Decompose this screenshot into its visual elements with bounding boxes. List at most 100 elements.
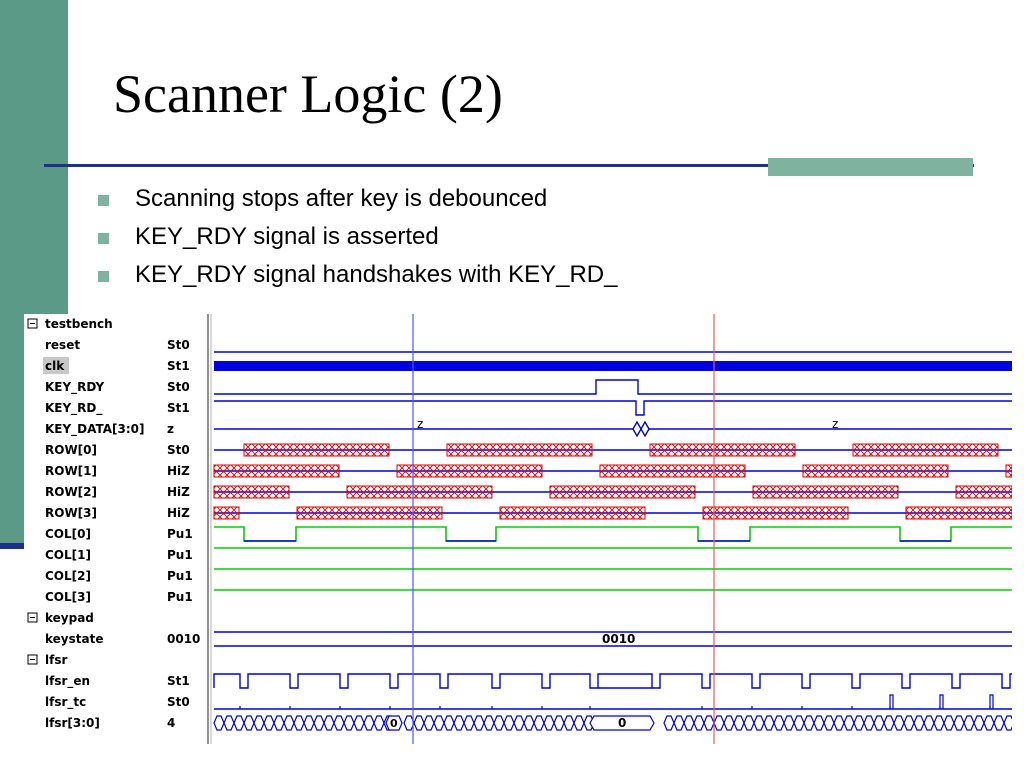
signal-row-col-3-[interactable]: COL[3] Pu1 xyxy=(45,589,1012,604)
signal-row-lfsr[interactable]: lfsr xyxy=(27,653,67,667)
hiz-hatch-segment xyxy=(213,485,290,499)
bus-cell xyxy=(373,715,385,731)
bus-cell xyxy=(853,715,865,731)
signal-row-row-0-[interactable]: ROW[0]St0 xyxy=(45,443,1012,457)
signal-name[interactable]: clk xyxy=(45,359,65,373)
signal-value: St0 xyxy=(167,338,190,352)
bus-cell xyxy=(993,715,1005,731)
signal-name[interactable]: lfsr_tc xyxy=(45,695,86,710)
signal-name[interactable]: COL[2] xyxy=(45,569,91,583)
signal-row-keypad[interactable]: keypad xyxy=(27,611,94,625)
signal-row-key-rd-[interactable]: KEY_RD_St1 xyxy=(45,400,1012,416)
bus-cell xyxy=(953,715,965,731)
signal-row-lfsr-tc[interactable]: lfsr_tc St0 xyxy=(45,694,1012,710)
signal-row-reset[interactable]: reset St0 xyxy=(45,338,1012,353)
signal-name[interactable]: COL[1] xyxy=(45,548,91,562)
signal-name[interactable]: ROW[0] xyxy=(45,443,97,457)
bus-cell xyxy=(589,715,655,731)
signal-value: z xyxy=(167,422,174,436)
bullet-item: Scanning stops after key is debounced xyxy=(98,182,617,220)
bus-cell xyxy=(513,715,525,731)
hiz-hatch-segment xyxy=(802,464,949,478)
bus-cell xyxy=(683,715,695,731)
signal-value: HiZ xyxy=(167,485,190,499)
bus-cell xyxy=(253,715,265,731)
left-bar-underline xyxy=(0,543,28,549)
signal-name[interactable]: COL[0] xyxy=(45,527,91,541)
signal-name[interactable]: COL[3] xyxy=(45,590,91,604)
signal-name[interactable]: ROW[2] xyxy=(45,485,97,499)
bus-cell xyxy=(783,715,795,731)
signal-row-col-2-[interactable]: COL[2] Pu1 xyxy=(45,568,1012,583)
bus-cell xyxy=(763,715,775,731)
signal-value: St0 xyxy=(167,695,190,709)
signal-name[interactable]: lfsr_en xyxy=(45,674,90,689)
hiz-hatch-segment xyxy=(599,464,746,478)
bus-cell xyxy=(563,715,575,731)
hiz-hatch-segment xyxy=(243,443,390,457)
bus-cell xyxy=(313,715,325,731)
bus-value-label: z xyxy=(832,417,838,431)
group-label: testbench xyxy=(45,317,113,331)
bus-cell xyxy=(913,715,925,731)
hiz-hatch-segment xyxy=(549,485,696,499)
hiz-hatch-segment xyxy=(955,485,1012,499)
signal-name[interactable]: KEY_DATA[3:0] xyxy=(45,422,145,437)
hiz-hatch-segment xyxy=(499,506,646,520)
bus-cell xyxy=(743,715,755,731)
signal-row-row-3-[interactable]: ROW[3]HiZ xyxy=(45,506,1012,520)
bus-cell xyxy=(223,715,235,731)
signal-row-testbench[interactable]: testbench xyxy=(27,317,113,331)
waveform-trace xyxy=(213,673,1012,689)
hiz-hatch-segment xyxy=(752,485,899,499)
bus-cell xyxy=(713,715,725,731)
bus-cell xyxy=(883,715,895,731)
bus-cell xyxy=(663,715,675,731)
bus-cell xyxy=(703,715,715,731)
bus-value-label: z xyxy=(417,417,423,431)
bus-cell xyxy=(933,715,945,731)
bus-cell xyxy=(283,715,295,731)
signal-name[interactable]: ROW[1] xyxy=(45,464,97,478)
bus-cell xyxy=(973,715,985,731)
selected-signal-highlight xyxy=(43,357,69,374)
signal-row-keystate[interactable]: keystate 0010 0010 xyxy=(45,631,1012,647)
signal-row-col-0-[interactable]: COL[0] Pu1 xyxy=(45,526,1012,542)
tc-pulse xyxy=(989,694,994,709)
signal-value: 4 xyxy=(167,716,175,730)
bus-cell xyxy=(473,715,485,731)
signal-row-col-1-[interactable]: COL[1]Pu1 xyxy=(45,547,1012,562)
signal-name[interactable]: reset xyxy=(45,338,80,352)
waveform-trace xyxy=(214,379,1012,395)
signal-value: Pu1 xyxy=(167,527,193,541)
signal-row-key-data-3-0-[interactable]: KEY_DATA[3:0] z z z xyxy=(45,417,1012,438)
bus-value-label: 0 xyxy=(390,717,398,730)
signal-name[interactable]: KEY_RDY xyxy=(45,380,105,395)
signal-name[interactable]: keystate xyxy=(45,632,103,646)
square-bullet-icon xyxy=(98,233,109,244)
group-label: lfsr xyxy=(45,653,67,667)
clock-trace xyxy=(214,361,1012,371)
square-bullet-icon xyxy=(98,271,109,282)
signal-name[interactable]: lfsr[3:0] xyxy=(45,716,100,730)
bus-value-label: 0010 xyxy=(602,632,635,646)
bus-cell xyxy=(673,715,685,731)
signal-value: Pu1 xyxy=(167,569,193,583)
bus-cell xyxy=(443,715,455,731)
hiz-hatch-segment xyxy=(346,485,493,499)
signal-row-row-1-[interactable]: ROW[1]HiZ xyxy=(45,464,1012,478)
title-accent-block xyxy=(768,158,973,176)
signal-value: Pu1 xyxy=(167,590,193,604)
bus-cell xyxy=(1003,715,1012,731)
signal-row-row-2-[interactable]: ROW[2] HiZ xyxy=(45,485,1012,499)
signal-name[interactable]: KEY_RD_ xyxy=(45,401,102,416)
bus-cell xyxy=(523,715,535,731)
signal-value: 0010 xyxy=(167,632,200,646)
signal-name[interactable]: ROW[3] xyxy=(45,506,97,520)
